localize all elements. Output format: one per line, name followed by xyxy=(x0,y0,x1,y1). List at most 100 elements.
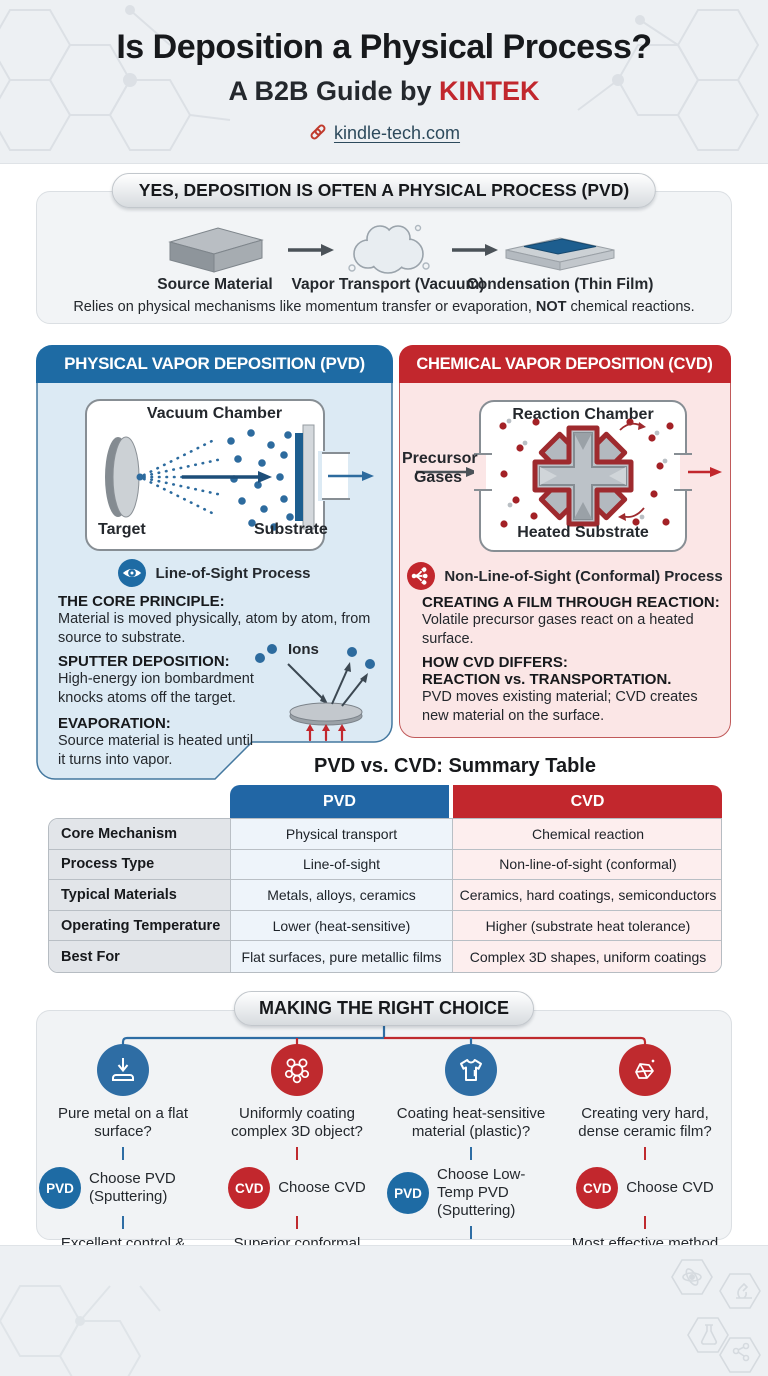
cvd-differs-body: PVD moves existing material; CVD creates… xyxy=(422,689,698,724)
table-cell-pvd: Flat surfaces, pure metallic films xyxy=(231,941,453,972)
film-reaction-block: CREATING A FILM THROUGH REACTION: Volati… xyxy=(422,594,722,648)
deposit-arrow-icon xyxy=(97,1044,149,1096)
precursor-gases-label: Precursor Gases xyxy=(402,450,478,486)
table-cell-cvd: Higher (substrate heat tolerance) xyxy=(453,910,721,942)
core-principle-title: THE CORE PRINCIPLE: xyxy=(58,593,225,610)
cvd-differs-subtitle: REACTION vs. TRANSPORTATION. xyxy=(422,671,672,688)
table-cell-pvd: Line-of-sight xyxy=(231,849,453,881)
footer: KINTEK Struggling to choose between PVD … xyxy=(0,1245,768,1376)
choice-answer-row: PVD Choose PVD (Sputtering) xyxy=(39,1166,207,1210)
table-row-label: Typical Materials xyxy=(49,880,231,911)
table-row-label: Best For xyxy=(49,941,231,972)
branching-arrows-icon xyxy=(407,562,436,590)
cvd-panel-heading: CHEMICAL VAPOR DEPOSITION (CVD) xyxy=(398,344,731,383)
choice-section-box xyxy=(36,1010,732,1240)
chain-link-icon xyxy=(310,124,326,140)
sputter-block: SPUTTER DEPOSITION: High-energy ion bomb… xyxy=(58,653,258,707)
page-title: Is Deposition a Physical Process? xyxy=(116,28,652,66)
pvd-process-tag: Line-of-Sight Process xyxy=(155,564,311,582)
science-hex-icons xyxy=(671,1259,761,1373)
choice-section-heading: MAKING THE RIGHT CHOICE xyxy=(234,991,534,1026)
source-material-icon xyxy=(168,227,264,273)
table-cell-cvd: Chemical reaction xyxy=(453,819,721,850)
core-principle-body: Material is moved physically, atom by at… xyxy=(58,611,371,646)
table-header-pvd: PVD xyxy=(230,785,451,818)
hex-pattern xyxy=(0,1285,161,1376)
cvd-panel: CHEMICAL VAPOR DEPOSITION (CVD) xyxy=(398,344,731,738)
evaporation-title: EVAPORATION: xyxy=(58,715,171,732)
choice-option: Coating heat-sensitive material (plastic… xyxy=(384,1044,558,1271)
film-reaction-title: CREATING A FILM THROUGH REACTION: xyxy=(422,594,720,611)
microscope-icon xyxy=(736,1282,752,1299)
choice-option: Pure metal on a flat surface? PVD Choose… xyxy=(36,1044,210,1271)
pvd-badge: PVD xyxy=(39,1167,81,1209)
summary-table-title: PVD vs. CVD: Summary Table xyxy=(314,755,596,777)
table-row-label: Process Type xyxy=(49,849,231,881)
connector-dash xyxy=(295,1147,299,1160)
sputter-title: SPUTTER DEPOSITION: xyxy=(58,653,230,670)
yes-section-heading: YES, DEPOSITION IS OFTEN A PHYSICAL PROC… xyxy=(111,173,657,208)
page-subtitle: A B2B Guide by KINTEK xyxy=(0,76,768,107)
caption-suffix: chemical reactions. xyxy=(566,299,695,315)
step-label: Source Material xyxy=(157,276,273,293)
choice-question: Uniformly coating complex 3D object? xyxy=(231,1105,363,1140)
table-cell-pvd: Physical transport xyxy=(231,819,453,850)
yes-caption: Relies on physical mechanisms like momen… xyxy=(0,299,768,315)
sputter-diagram xyxy=(255,644,375,742)
reaction-chamber-label: Reaction Chamber xyxy=(512,406,654,423)
website-link-row: kindle-tech.com xyxy=(0,122,768,144)
arrow-right-icon xyxy=(452,244,498,256)
choice-label: Choose PVD (Sputtering) xyxy=(89,1170,176,1205)
target-label: Target xyxy=(98,521,146,538)
tshirt-icon xyxy=(445,1044,497,1096)
ceramic-chunk-icon xyxy=(619,1044,671,1096)
table-cell-cvd: Non-line-of-sight (conformal) xyxy=(453,849,721,881)
pvd-panel-heading: PHYSICAL VAPOR DEPOSITION (PVD) xyxy=(36,345,393,383)
reaction-chamber-diagram xyxy=(416,400,722,552)
connector-dash xyxy=(469,1226,473,1239)
table-row-label: Operating Temperature xyxy=(49,910,231,942)
website-link[interactable]: kindle-tech.com xyxy=(333,123,461,143)
cvd-badge: CVD xyxy=(228,1167,271,1209)
choice-question: Coating heat-sensitive material (plastic… xyxy=(396,1105,546,1140)
atom-icon xyxy=(682,1268,702,1286)
cvd-differs-title: HOW CVD DIFFERS: xyxy=(422,654,568,671)
choice-label: Choose CVD xyxy=(278,1179,366,1196)
vacuum-chamber-label: Vacuum Chamber xyxy=(146,405,283,422)
flask-icon xyxy=(700,1324,718,1345)
caption-bold: NOT xyxy=(535,299,567,315)
choice-answer-row: CVD Choose CVD xyxy=(228,1166,366,1210)
cvd-process-tag-row: Non-Line-of-Sight (Conformal) Process xyxy=(400,562,730,590)
sputter-body: High-energy ion bombardment knocks atoms… xyxy=(58,671,254,706)
eye-icon xyxy=(118,559,147,587)
brand-name: KINTEK xyxy=(439,76,540,106)
connector-dash xyxy=(469,1147,473,1160)
connector-dash xyxy=(121,1216,125,1229)
cvd-process-tag: Non-Line-of-Sight (Conformal) Process xyxy=(444,567,723,585)
choice-answer-row: PVD Choose Low-Temp PVD (Sputtering) xyxy=(387,1166,555,1220)
complex-object-icon xyxy=(271,1044,323,1096)
subtitle-prefix: A B2B Guide by xyxy=(228,76,440,106)
step-label: Vapor Transport (Vacuum) xyxy=(291,276,485,293)
table-cell-pvd: Lower (heat-sensitive) xyxy=(231,910,453,942)
connector-dash xyxy=(643,1216,647,1229)
core-principle-block: THE CORE PRINCIPLE: Material is moved ph… xyxy=(58,593,380,647)
molecule-icon xyxy=(732,1342,750,1362)
choice-columns: Pure metal on a flat surface? PVD Choose… xyxy=(36,1044,732,1271)
ions-label: Ions xyxy=(288,641,319,658)
step-label: Condensation (Thin Film) xyxy=(466,276,654,293)
cvd-differs-block: HOW CVD DIFFERS: REACTION vs. TRANSPORTA… xyxy=(422,654,722,725)
choice-question: Pure metal on a flat surface? xyxy=(57,1105,189,1140)
vacuum-chamber-diagram xyxy=(85,399,374,551)
connector-dash xyxy=(643,1147,647,1160)
heated-substrate-label: Heated Substrate xyxy=(517,524,649,541)
choice-label: Choose CVD xyxy=(626,1179,714,1196)
vapor-cloud-icon xyxy=(348,224,430,274)
arrow-right-icon xyxy=(288,244,334,256)
table-cell-pvd: Metals, alloys, ceramics xyxy=(231,880,453,911)
choice-question: Creating very hard, dense ceramic film? xyxy=(578,1105,712,1140)
caption-prefix: Relies on physical mechanisms like momen… xyxy=(73,299,536,315)
film-reaction-body: Volatile precursor gases react on a heat… xyxy=(422,612,694,647)
table-cell-cvd: Ceramics, hard coatings, semiconductors xyxy=(453,880,721,911)
